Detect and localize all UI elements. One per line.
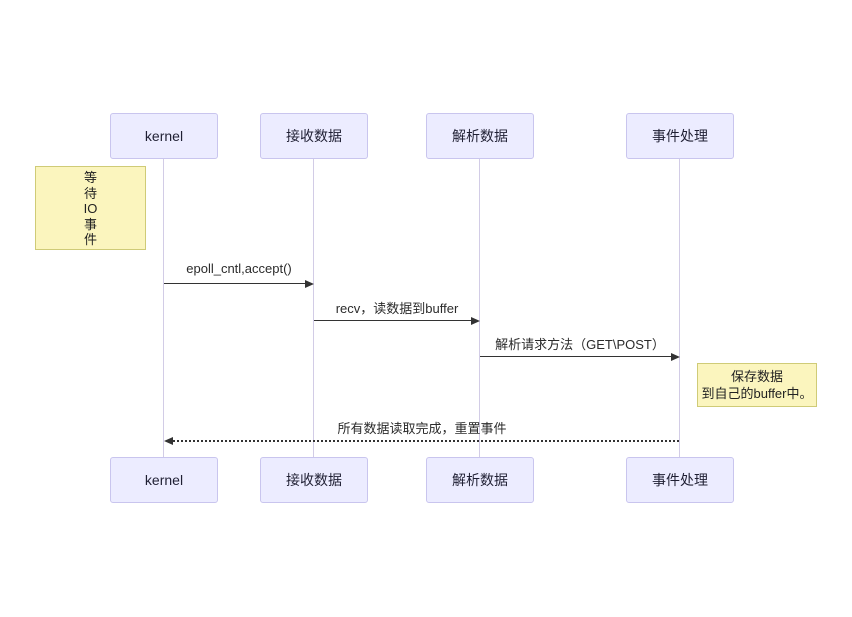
actor-event-handler-top: 事件处理: [626, 113, 734, 159]
lifeline-parse-data: [479, 159, 480, 457]
arrow-head-icon: [671, 353, 680, 361]
actor-kernel-bottom: kernel: [110, 457, 218, 503]
actor-label: 解析数据: [452, 128, 508, 144]
actor-label: 接收数据: [286, 128, 342, 144]
actor-label: kernel: [144, 472, 184, 488]
message-label-epoll-accept: epoll_cntl,accept(): [186, 261, 292, 276]
message-label-reset-event: 所有数据读取完成，重置事件: [337, 421, 507, 436]
note-text-line: 到自己的buffer中。: [701, 386, 813, 401]
actor-kernel-top: kernel: [110, 113, 218, 159]
actor-label: kernel: [144, 128, 184, 144]
actor-label: 事件处理: [652, 472, 708, 488]
lifeline-receive-data: [313, 159, 314, 457]
actor-event-handler-bottom: 事件处理: [626, 457, 734, 503]
message-line: [480, 356, 671, 357]
message-line: [314, 320, 471, 321]
actor-parse-data-top: 解析数据: [426, 113, 534, 159]
message-label-parse-method: 解析请求方法（GET\POST）: [495, 337, 665, 352]
arrow-head-icon: [305, 280, 314, 288]
message-line-dotted: [173, 440, 680, 442]
note-text-line: 保存数据: [730, 369, 783, 384]
actor-label: 事件处理: [652, 128, 708, 144]
actor-receive-data-bottom: 接收数据: [260, 457, 368, 503]
lifeline-event-handler: [679, 159, 680, 457]
message-line: [164, 283, 305, 284]
note-wait-io-events: 等 待 IO 事 件: [35, 166, 146, 250]
note-save-to-buffer: 保存数据 到自己的buffer中。: [697, 363, 817, 407]
actor-receive-data-top: 接收数据: [260, 113, 368, 159]
note-text-line: 件: [83, 232, 97, 247]
note-text-line: 事: [83, 216, 97, 232]
note-text-line: IO: [83, 201, 98, 216]
arrow-head-icon: [471, 317, 480, 325]
actor-label: 解析数据: [452, 472, 508, 488]
actor-parse-data-bottom: 解析数据: [426, 457, 534, 503]
actor-label: 接收数据: [286, 472, 342, 488]
lifeline-kernel: [163, 159, 164, 457]
note-text-line: 待: [83, 185, 97, 201]
note-text-line: 等: [83, 170, 97, 185]
arrow-head-icon: [164, 437, 173, 445]
message-label-recv-buffer: recv，读数据到buffer: [335, 301, 459, 316]
